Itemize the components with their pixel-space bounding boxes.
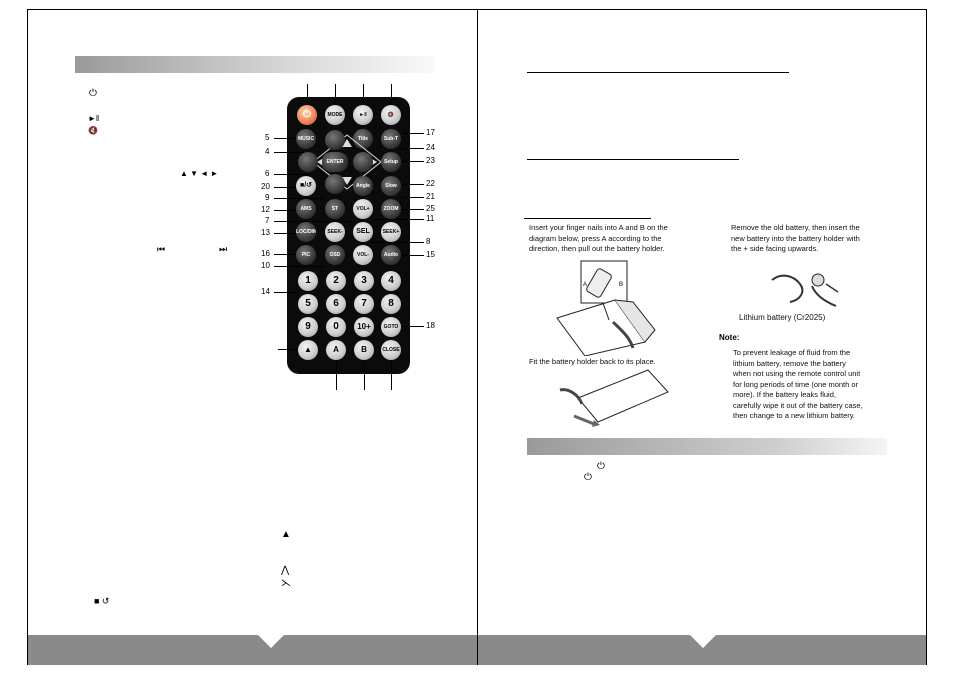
callout-5: 5 — [265, 133, 270, 142]
stop-return-button[interactable]: ■/↺ — [296, 176, 316, 196]
mute-icon: 🔇 — [88, 126, 98, 135]
number-button-7[interactable]: 7 — [354, 294, 374, 314]
callout-8: 8 — [426, 237, 431, 246]
seek-plus-button[interactable]: SEEK+ ⏭ — [381, 222, 401, 242]
callout-6: 6 — [265, 169, 270, 178]
a-button[interactable]: A — [326, 340, 346, 360]
callout-24: 24 — [426, 143, 435, 152]
power-icon: ⏻ — [89, 88, 97, 99]
left-button[interactable] — [298, 152, 318, 172]
note-title: Note: — [719, 333, 740, 342]
heading-line-3 — [524, 218, 651, 219]
heading-line-2 — [527, 159, 739, 160]
callout-14: 14 — [261, 287, 270, 296]
audio-button[interactable]: Audio — [381, 245, 401, 265]
right-button[interactable] — [353, 152, 373, 172]
battery-type-label: Lithium battery (Cr2025) — [739, 313, 826, 322]
number-button-8[interactable]: 8 — [381, 294, 401, 314]
note-text: To prevent leakage of fluid from the lit… — [733, 348, 863, 420]
slow-button[interactable]: Slow — [381, 176, 401, 196]
next-icon: ⏭ — [219, 244, 228, 254]
play-pause-button[interactable]: ►‖ — [353, 105, 373, 125]
angle-button[interactable]: Angle — [353, 176, 373, 196]
pic-button[interactable]: PIC — [296, 245, 316, 265]
remove-instruction: Remove the old battery, then insert the … — [731, 223, 860, 253]
left-footer — [28, 635, 477, 665]
page-divider — [477, 9, 478, 665]
number-button-9[interactable]: 9 — [298, 317, 318, 337]
callout-12: 12 — [261, 205, 270, 214]
battery-holder-removal-illustration: A B — [556, 260, 656, 356]
number-button-5[interactable]: 5 — [298, 294, 318, 314]
st-prog-button[interactable]: ST PROG — [325, 199, 345, 219]
callout-18: 18 — [426, 321, 435, 330]
fit-back-caption: Fit the battery holder back to its place… — [529, 357, 656, 366]
seek-minus-button[interactable]: SEEK- ⏮ — [325, 222, 345, 242]
callout-10: 10 — [261, 261, 270, 270]
number-button-0[interactable]: 0 — [326, 317, 346, 337]
eject-button[interactable]: ▲ — [298, 340, 318, 360]
setup-button[interactable]: Setup — [381, 152, 401, 172]
left-section-bar — [75, 56, 435, 73]
callout-22: 22 — [426, 179, 435, 188]
battery-holder-insert-illustration — [559, 369, 669, 427]
number-button-10plus[interactable]: 10+ — [354, 317, 374, 337]
down-button[interactable] — [325, 174, 345, 194]
arrow-keys-icon: ▲ ▼ ◄ ► — [180, 169, 219, 178]
callout-25: 25 — [426, 204, 435, 213]
stop-return-icon: ■ ↺ — [94, 596, 110, 606]
sel-button[interactable]: SEL — [353, 222, 373, 242]
ams-rpt-button[interactable]: AMS RPT — [296, 199, 316, 219]
mode-button[interactable]: MODE — [325, 105, 345, 125]
svg-text:A: A — [583, 282, 587, 288]
mute-button[interactable]: 🔇 — [381, 105, 401, 125]
right-footer — [478, 635, 926, 665]
enter-button[interactable]: ENTER — [322, 152, 348, 172]
power-icon-right-2: ⏻ — [584, 472, 592, 483]
zoom-button[interactable]: ZOOM — [381, 199, 401, 219]
vol-up-button[interactable]: VOL+ — [353, 199, 373, 219]
callout-11: 11 — [426, 214, 435, 223]
a-mark-icon: ⋀ — [281, 565, 290, 576]
play-pause-icon: ►‖ — [88, 114, 100, 123]
vol-down-button[interactable]: VOL- — [353, 245, 373, 265]
insert-instruction: Insert your finger nails into A and B on… — [529, 223, 668, 253]
callout-21: 21 — [426, 192, 435, 201]
callout-23: 23 — [426, 156, 435, 165]
number-button-1[interactable]: 1 — [298, 271, 318, 291]
callout-13: 13 — [261, 228, 270, 237]
osd-button[interactable]: OSD — [325, 245, 345, 265]
callout-17: 17 — [426, 128, 435, 137]
b-mark-icon: ⋋ — [281, 578, 291, 589]
number-button-4[interactable]: 4 — [381, 271, 401, 291]
callout-7: 7 — [265, 216, 270, 225]
svg-text:B: B — [619, 282, 623, 288]
sub-t-button[interactable]: Sub-T — [381, 129, 401, 149]
callout-15: 15 — [426, 250, 435, 259]
heading-line-1 — [527, 72, 789, 73]
up-button[interactable] — [325, 130, 345, 150]
close-button[interactable]: CLOSE — [381, 340, 401, 360]
loc-dim-button[interactable]: LOC/DIM — [296, 222, 316, 242]
callout-4: 4 — [265, 147, 270, 156]
number-button-3[interactable]: 3 — [354, 271, 374, 291]
power-button[interactable]: ⏻ — [297, 105, 317, 125]
lithium-battery-illustration — [771, 273, 839, 307]
callout-20: 20 — [261, 182, 270, 191]
music-sys-button[interactable]: MUSIC SYS — [296, 129, 316, 149]
b-button[interactable]: B — [354, 340, 374, 360]
number-button-2[interactable]: 2 — [326, 271, 346, 291]
power-icon-right-1: ⏻ — [597, 461, 605, 472]
goto-button[interactable]: GOTO — [381, 317, 401, 337]
right-section-bar — [527, 438, 887, 455]
callout-9: 9 — [265, 193, 270, 202]
eject-icon: ▲ — [281, 529, 291, 540]
callout-16: 16 — [261, 249, 270, 258]
number-button-6[interactable]: 6 — [326, 294, 346, 314]
previous-icon: ⏮ — [157, 244, 166, 254]
